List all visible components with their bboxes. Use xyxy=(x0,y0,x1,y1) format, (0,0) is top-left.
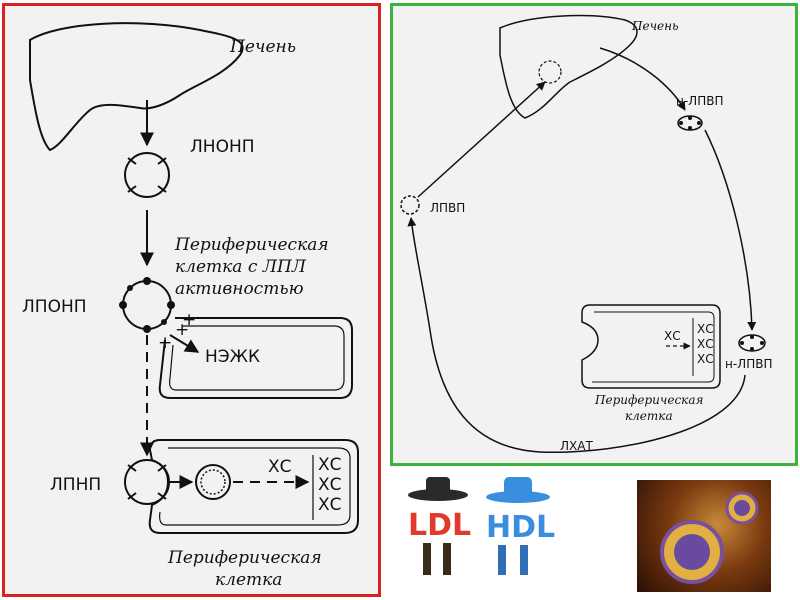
peripheral-cell-line1: Периферическая xyxy=(167,548,322,568)
plus-1: + xyxy=(175,320,189,340)
vldl-particle xyxy=(124,152,170,198)
vldl-particle-marks xyxy=(127,157,167,193)
right-xc-stack-1: ХС xyxy=(697,322,714,336)
right-liver-label: Печень xyxy=(631,19,679,33)
xc-label: ХС xyxy=(268,457,292,477)
arrow-nefa xyxy=(169,334,200,353)
ldl-hdl-cartoon: LDL HDL xyxy=(398,475,560,587)
xc-stack-3: ХС xyxy=(318,495,342,515)
idl-label: ЛПОНП xyxy=(22,297,87,317)
arrow-liver-nhdl xyxy=(599,47,686,111)
xc-stack-2: ХС xyxy=(318,475,342,495)
peripheral-cell-line2: клетка xyxy=(215,570,282,590)
right-xc-label: ХС xyxy=(664,329,681,343)
lipoprotein-particle-image xyxy=(637,480,771,592)
vesicle xyxy=(195,464,231,500)
arrow-nhdl-down xyxy=(704,129,757,331)
left-diagram-panel xyxy=(2,3,381,597)
right-peripheral-cell xyxy=(581,304,721,389)
right-xc-stack-2: ХС xyxy=(697,337,714,351)
nhdl-top-label: н-ЛПВП xyxy=(676,94,723,108)
hdl-label: ЛПВП xyxy=(430,201,465,215)
arrow-hdl-liver xyxy=(417,81,546,198)
ldl-particle xyxy=(124,459,170,505)
right-peripheral-line2: клетка xyxy=(625,409,673,423)
plus-2: + xyxy=(182,310,196,330)
lpl-cell-outline xyxy=(158,317,353,399)
nhdl-bottom-label: н-ЛПВП xyxy=(725,357,772,371)
idl-particle-dots xyxy=(119,277,175,333)
lcat-label: ЛХАТ xyxy=(560,439,593,453)
vldl-label: ЛНОНП xyxy=(190,137,255,157)
peripheral-lpl-line3: активностью xyxy=(175,279,304,299)
ldl-particle-marks xyxy=(127,464,167,500)
hdl-particle xyxy=(400,195,420,215)
peripheral-lpl-line1: Периферическая xyxy=(174,235,329,255)
right-peripheral-line1: Периферическая xyxy=(594,393,703,407)
nefa-label: НЭЖК xyxy=(205,347,260,367)
right-liver-shape xyxy=(499,14,638,119)
xc-stack-1: ХС xyxy=(318,455,342,475)
left-liver-label: Печень xyxy=(229,37,296,57)
right-xc-stack-3: ХС xyxy=(697,352,714,366)
arrow-lcat xyxy=(407,217,746,453)
ldl-label: ЛПНП xyxy=(50,475,101,495)
hdl-cartoon-text: HDL xyxy=(486,510,555,545)
peripheral-lpl-line2: клетка с ЛПЛ xyxy=(175,257,307,277)
liver-shape xyxy=(29,22,244,152)
right-diagram-panel xyxy=(390,3,798,466)
peripheral-cell-outline xyxy=(148,439,359,534)
ldl-cartoon-text: LDL xyxy=(408,508,471,543)
